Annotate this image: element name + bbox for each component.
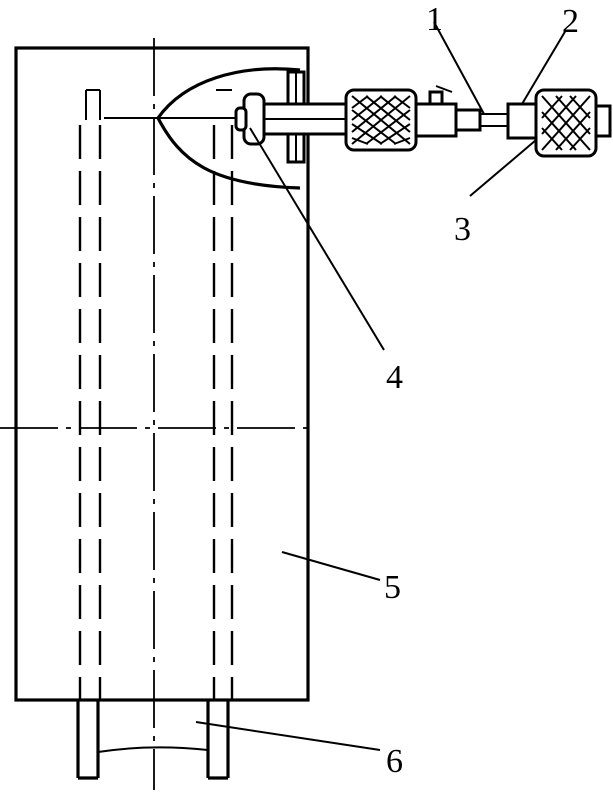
label-2: 2 xyxy=(562,3,579,40)
label-3: 3 xyxy=(454,211,471,248)
leader-line-3 xyxy=(469,139,537,197)
cam-profile xyxy=(156,67,301,190)
connecting-sleeve xyxy=(414,85,482,138)
label-1: 1 xyxy=(426,1,443,38)
spring xyxy=(480,113,510,127)
leader-line-1 xyxy=(433,21,485,115)
collar xyxy=(506,102,538,140)
leader-line-2 xyxy=(521,29,567,105)
label-6: 6 xyxy=(386,743,403,780)
housing-body xyxy=(14,46,310,702)
right-hidden-rod xyxy=(212,89,234,700)
label-4: 4 xyxy=(386,359,403,396)
left-knurled-nut xyxy=(344,88,418,152)
plunger-pin xyxy=(234,92,350,146)
right-knurled-nut xyxy=(534,88,612,158)
leader-line-6 xyxy=(195,721,381,751)
leader-line-5 xyxy=(281,551,381,581)
leader-line-4 xyxy=(249,127,385,351)
left-hidden-rod xyxy=(78,89,102,700)
label-5: 5 xyxy=(384,569,401,606)
bottom-frame xyxy=(76,700,230,780)
